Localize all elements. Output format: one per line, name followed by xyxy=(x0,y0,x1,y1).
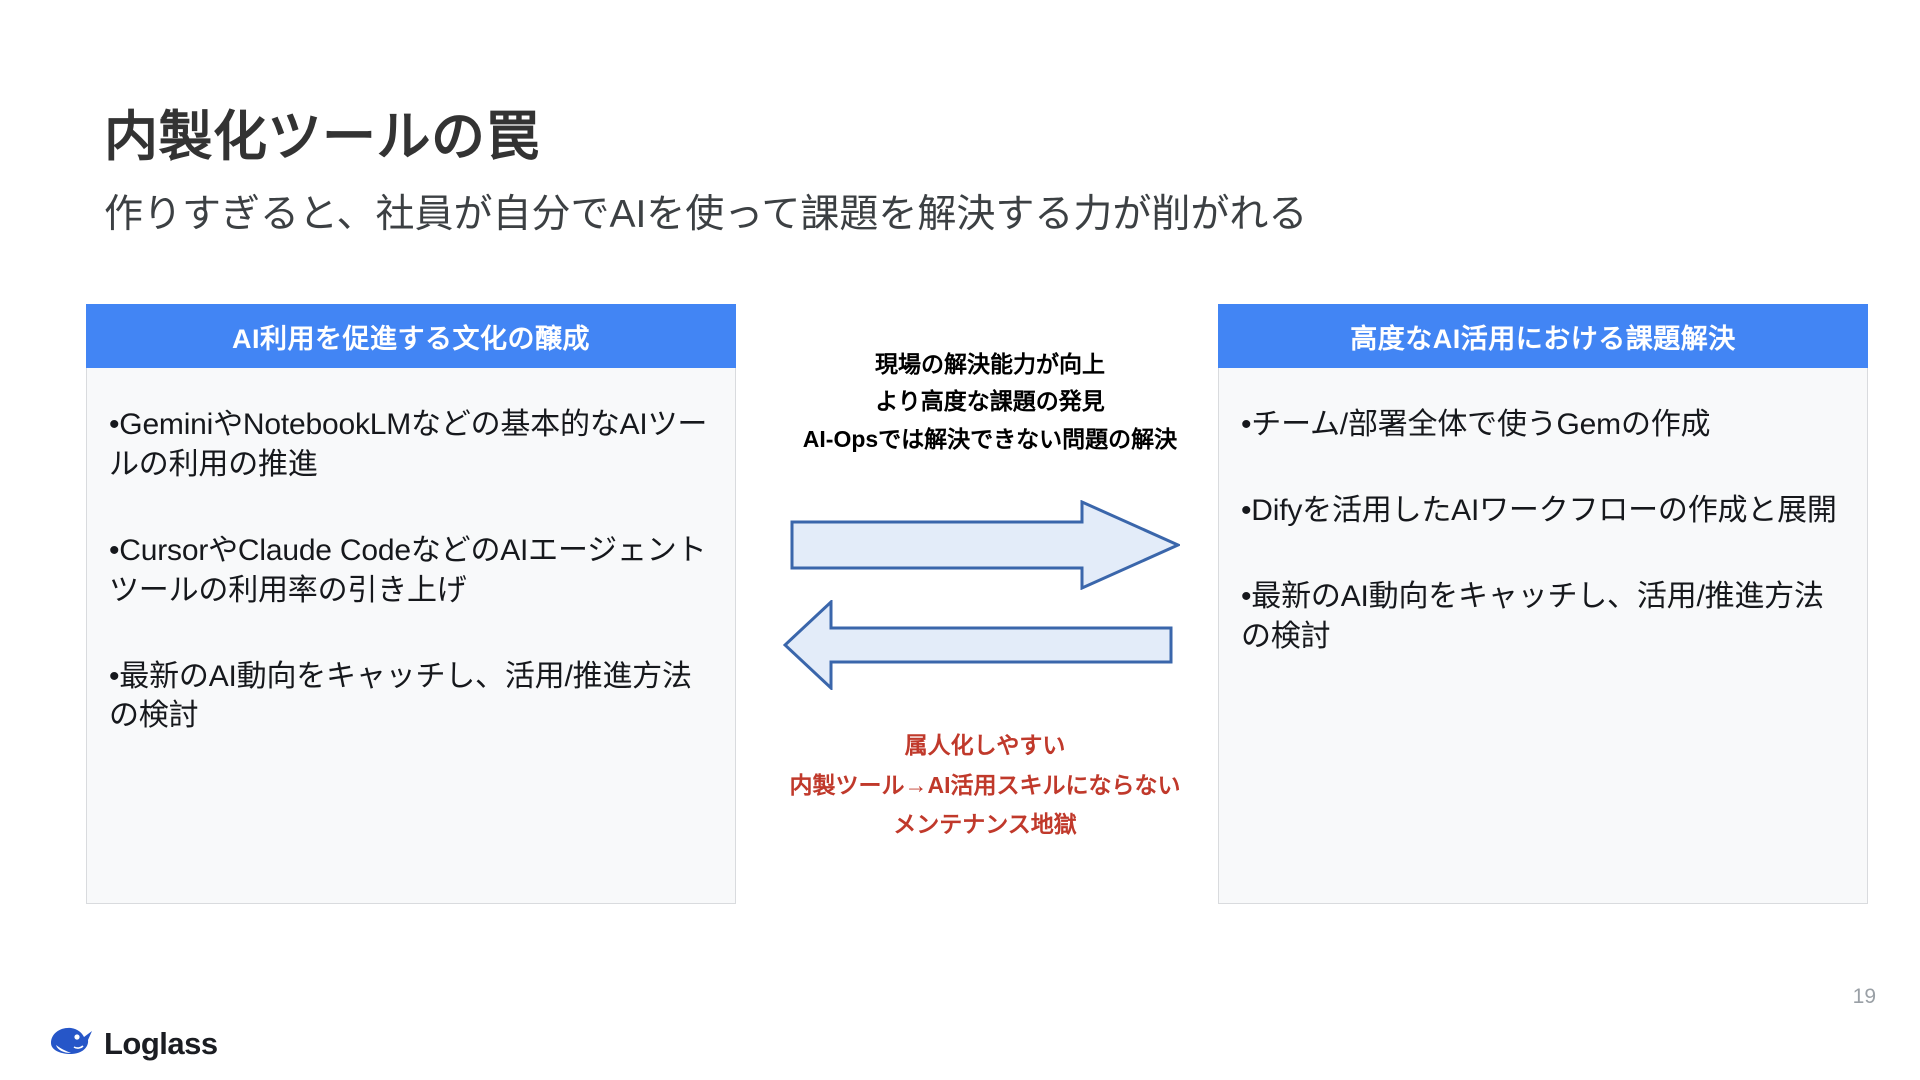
list-item: •CursorやClaude CodeなどのAIエージェントツールの利用率の引き… xyxy=(109,533,707,607)
left-panel-body: •GeminiやNotebookLMなどの基本的なAIツールの利用の推進 •Cu… xyxy=(87,369,737,736)
right-panel-body: •チーム/部署全体で使うGemの作成 •Difyを活用したAIワークフローの作成… xyxy=(1219,369,1869,657)
list-item: •Difyを活用したAIワークフローの作成と展開 xyxy=(1241,493,1837,527)
list-item: •最新のAI動向をキャッチし、活用/推進方法の検討 xyxy=(1241,579,1824,653)
page-number: 19 xyxy=(1852,985,1876,1008)
center-top-notes: 現場の解決能力が向上 より高度な課題の発見 AI-Opsでは解決できない問題の解… xyxy=(760,346,1220,458)
warning-line: メンテナンス地獄 xyxy=(893,811,1077,838)
center-bottom-notes: 属人化しやすい 内製ツール→AI活用スキルにならない メンテナンス地獄 xyxy=(735,726,1235,845)
note-line: 現場の解決能力が向上 xyxy=(875,351,1105,377)
list-item: •GeminiやNotebookLMなどの基本的なAIツールの利用の推進 xyxy=(109,408,708,481)
right-panel-header: 高度なAI活用における課題解決 xyxy=(1218,304,1868,368)
note-line: より高度な課題の発見 xyxy=(875,388,1105,415)
page-subtitle: 作りすぎると、社員が自分でAIを使って課題を解決する力が削がれる xyxy=(104,193,1308,236)
left-panel: AI利用を促進する文化の醸成 •GeminiやNotebookLMなどの基本的な… xyxy=(86,304,736,904)
left-panel-header: AI利用を促進する文化の醸成 xyxy=(86,304,736,368)
whale-icon xyxy=(48,1024,94,1063)
page-title: 内製化ツールの罠 xyxy=(104,107,540,167)
warning-line: 属人化しやすい xyxy=(904,732,1066,758)
list-item: •最新のAI動向をキャッチし、活用/推進方法の検討 xyxy=(109,659,692,733)
brand-logo: Loglass xyxy=(48,1024,218,1063)
right-panel: 高度なAI活用における課題解決 •チーム/部署全体で使うGemの作成 •Dify… xyxy=(1218,304,1868,904)
right-arrow-icon xyxy=(790,500,1180,590)
warning-line: 内製ツール→AI活用スキルにならない xyxy=(789,771,1181,798)
left-arrow-icon xyxy=(783,600,1173,690)
list-item: •チーム/部署全体で使うGemの作成 xyxy=(1241,408,1711,441)
note-line: AI-Opsでは解決できない問題の解決 xyxy=(802,425,1178,452)
brand-name: Loglass xyxy=(104,1025,218,1061)
